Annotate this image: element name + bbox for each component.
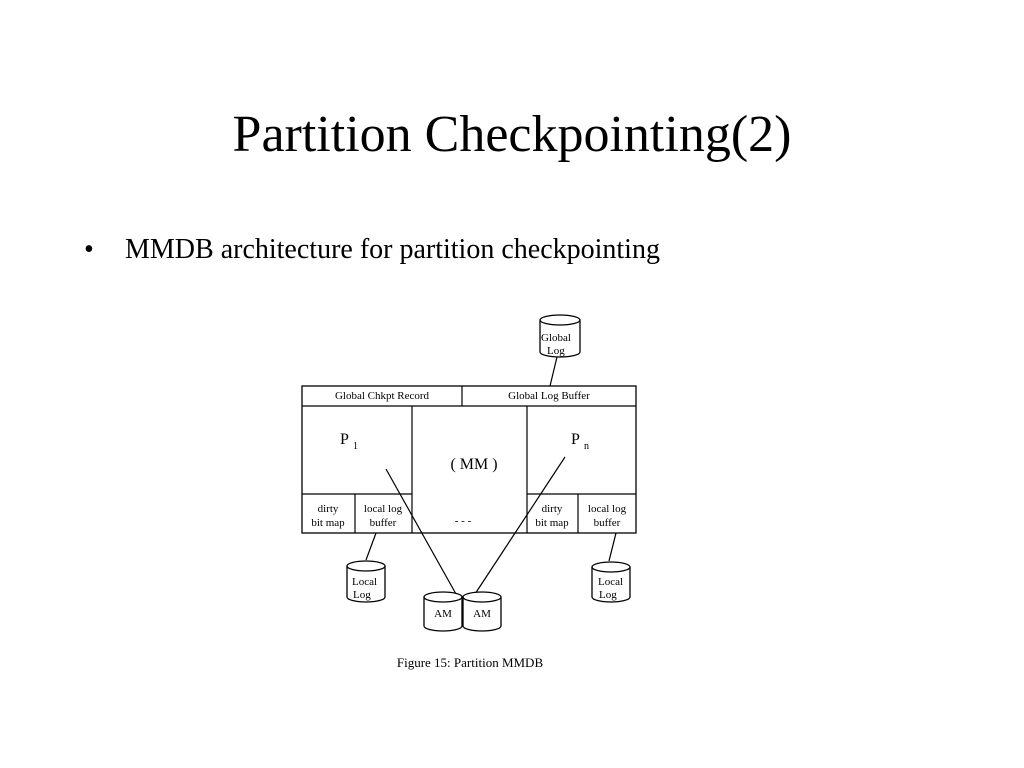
partition-p1-label: P 1 [340,431,358,452]
pn-to-am-line [474,456,566,595]
global-log-label-line1: Global [541,332,571,344]
p1-subscript: 1 [353,441,358,452]
slide-title: Partition Checkpointing(2) [232,106,792,163]
dirty-bit-map-right-line2: bit map [535,517,569,529]
main-memory-label: ( MM ) [450,456,497,473]
local-log-right-cylinder: Local Log [591,561,631,603]
dirty-bit-map-left-line2: bit map [311,517,345,529]
dirty-bit-map-left-line1: dirty [318,503,339,515]
local-log-left-line1: Local [352,576,377,588]
dirty-bit-map-right-line1: dirty [542,503,563,515]
local-log-left-cylinder: Local Log [346,560,386,603]
local-log-buffer-right-line1: local log [588,503,627,515]
partition-pn-label: P n [571,431,589,452]
figure-caption: Figure 15: Partition MMDB [397,655,544,670]
local-log-buffer-left-line1: local log [364,503,403,515]
bullet-dot: • [84,234,94,265]
pn-letter: P [571,431,580,448]
local-log-buffer-right-line2: buffer [594,517,621,529]
right-local-log-connector [608,532,617,562]
global-log-cylinder: Global Log [539,314,581,358]
am-left-cylinder: AM [423,591,463,632]
am-left-label: AM [434,608,452,620]
p1-to-am-line [385,468,457,595]
local-log-left-line2: Log [353,589,371,601]
global-log-buffer-label: Global Log Buffer [508,390,590,402]
local-log-right-line1: Local [598,576,623,588]
global-chkpt-record-label: Global Chkpt Record [335,390,430,402]
global-log-label-line2: Log [547,345,565,357]
am-right-label: AM [473,608,491,620]
global-log-connector [549,356,558,387]
local-log-buffer-left-line2: buffer [370,517,397,529]
partition-ellipsis: - - - [455,515,472,527]
left-local-log-connector [365,532,377,561]
p1-letter: P [340,431,349,448]
am-right-cylinder: AM [462,591,502,632]
bullet-text: MMDB architecture for partition checkpoi… [125,234,660,265]
mmdb-frame [301,385,637,534]
local-log-right-line2: Log [599,589,617,601]
pn-subscript: n [584,441,589,452]
